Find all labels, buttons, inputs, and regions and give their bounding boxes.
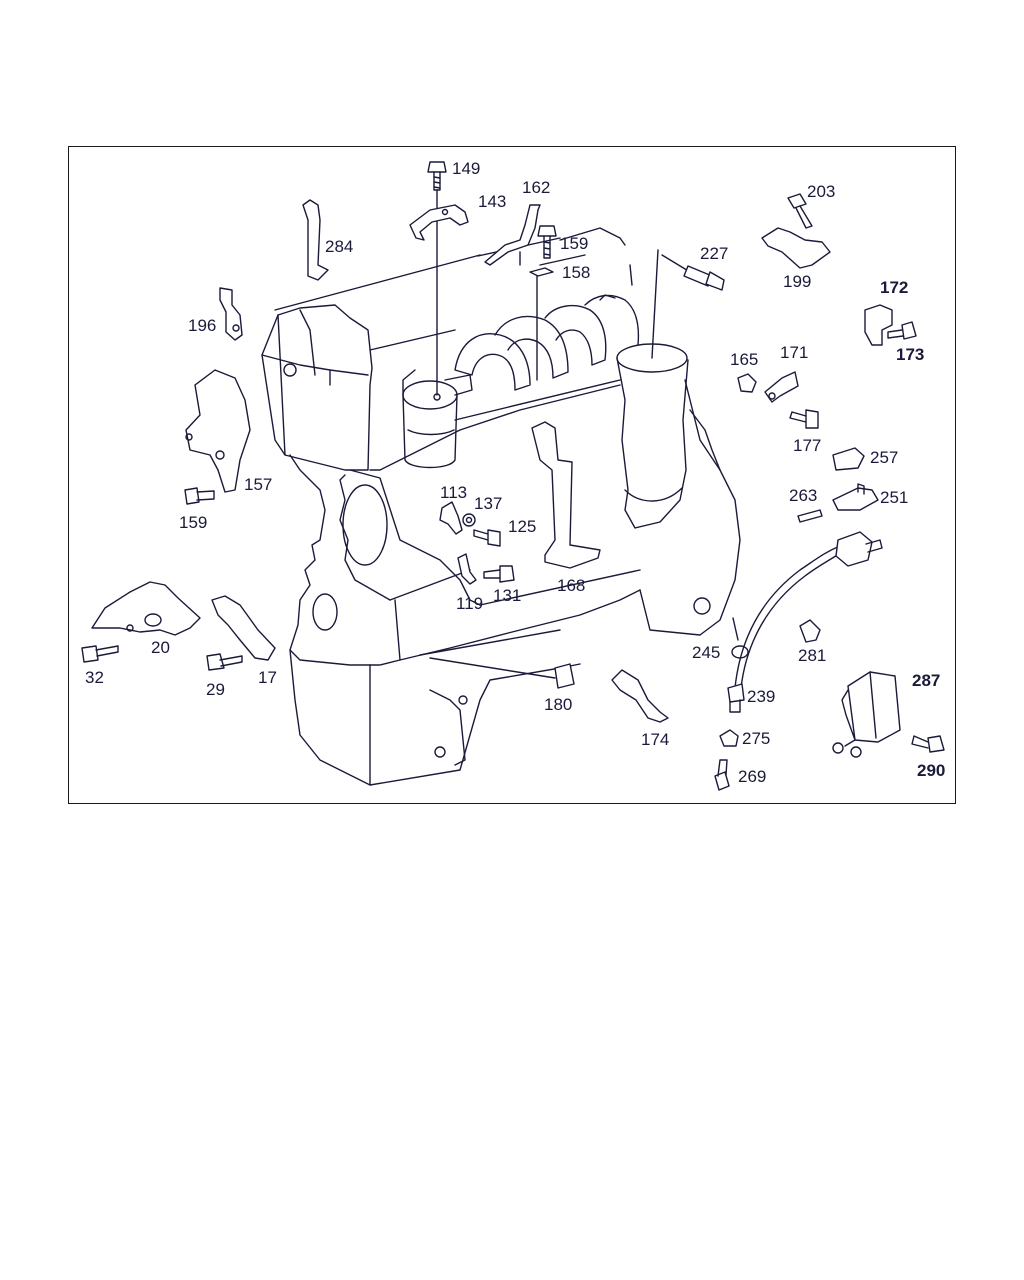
label-131: 131 bbox=[493, 586, 521, 605]
label-165: 165 bbox=[730, 350, 758, 369]
filter-canister bbox=[616, 249, 689, 529]
label-239: 239 bbox=[747, 687, 775, 706]
label-32: 32 bbox=[85, 668, 104, 687]
part-177-bolt bbox=[789, 409, 819, 429]
part-125-bolt bbox=[473, 529, 501, 547]
oil-filter-housing bbox=[402, 369, 473, 469]
label-119: 119 bbox=[456, 594, 483, 613]
part-245-ring bbox=[731, 645, 749, 659]
part-137-washer bbox=[462, 513, 476, 527]
part-labels: 149 143 162 159 158 227 203 199 284 196 … bbox=[85, 159, 945, 786]
part-168-bracket bbox=[531, 421, 601, 569]
part-173-bolt bbox=[887, 321, 917, 340]
label-199: 199 bbox=[783, 272, 811, 291]
engine-block bbox=[261, 227, 741, 786]
label-180: 180 bbox=[544, 695, 572, 714]
part-165-bushing bbox=[737, 373, 757, 393]
part-157-bracket bbox=[185, 369, 251, 493]
label-149: 149 bbox=[452, 159, 480, 178]
part-171-clip bbox=[764, 371, 799, 403]
label-137: 137 bbox=[474, 494, 502, 513]
part-263-pin bbox=[797, 509, 823, 523]
label-17: 17 bbox=[258, 668, 277, 687]
part-251-connector bbox=[832, 483, 879, 511]
part-257-cap bbox=[832, 447, 865, 471]
label-172: 172 bbox=[880, 278, 908, 297]
label-20: 20 bbox=[151, 638, 170, 657]
part-284-bracket bbox=[302, 199, 329, 281]
label-173: 173 bbox=[896, 345, 924, 364]
part-275-nut bbox=[719, 729, 739, 747]
label-287: 287 bbox=[912, 671, 940, 690]
part-29-bolt bbox=[206, 653, 243, 671]
part-239-sensor-cable bbox=[727, 531, 883, 713]
label-168: 168 bbox=[557, 576, 585, 595]
leader-lines bbox=[429, 189, 739, 679]
part-131-bolt bbox=[483, 565, 515, 583]
part-159-bolt-left bbox=[184, 487, 215, 505]
label-162: 162 bbox=[522, 178, 550, 197]
label-158: 158 bbox=[562, 263, 590, 282]
label-284: 284 bbox=[325, 237, 353, 256]
part-162-bracket bbox=[484, 204, 541, 266]
label-227: 227 bbox=[700, 244, 728, 263]
label-174: 174 bbox=[641, 730, 669, 749]
part-17-bracket bbox=[211, 595, 276, 661]
label-263: 263 bbox=[789, 486, 817, 505]
label-290: 290 bbox=[917, 761, 945, 780]
diagram-frame bbox=[68, 146, 956, 804]
label-171: 171 bbox=[780, 343, 808, 362]
label-125: 125 bbox=[508, 517, 536, 536]
label-257: 257 bbox=[870, 448, 898, 467]
part-159-bolt-top bbox=[537, 225, 557, 259]
part-143-bracket bbox=[409, 204, 469, 241]
part-172-bracket bbox=[864, 304, 893, 346]
part-113-clip bbox=[439, 501, 463, 535]
label-251: 251 bbox=[880, 488, 908, 507]
part-290-bolt bbox=[911, 735, 945, 753]
part-119-clip bbox=[457, 553, 477, 585]
label-159-left: 159 bbox=[179, 513, 207, 532]
label-29: 29 bbox=[206, 680, 225, 699]
part-32-bolt bbox=[81, 645, 119, 663]
part-174-bracket bbox=[611, 669, 669, 723]
label-196: 196 bbox=[188, 316, 216, 335]
label-157: 157 bbox=[244, 475, 272, 494]
label-275: 275 bbox=[742, 729, 770, 748]
intake-manifold bbox=[454, 294, 640, 391]
label-203: 203 bbox=[807, 182, 835, 201]
label-269: 269 bbox=[738, 767, 766, 786]
part-269-bolt bbox=[714, 759, 730, 791]
label-113: 113 bbox=[440, 483, 467, 502]
part-196-bracket bbox=[219, 287, 243, 341]
part-287-relay bbox=[832, 671, 901, 758]
part-281-clip bbox=[799, 619, 821, 643]
part-158-clip bbox=[529, 267, 554, 277]
part-180-plate bbox=[554, 663, 575, 689]
part-149-bolt bbox=[427, 161, 447, 191]
part-203-bolt bbox=[787, 193, 813, 229]
part-199-bracket bbox=[761, 227, 831, 269]
part-227-sensor bbox=[661, 254, 725, 291]
label-245: 245 bbox=[692, 643, 720, 662]
part-20-bracket bbox=[91, 581, 201, 636]
label-159-top: 159 bbox=[560, 234, 588, 253]
label-177: 177 bbox=[793, 436, 821, 455]
label-143: 143 bbox=[478, 192, 506, 211]
label-281: 281 bbox=[798, 646, 826, 665]
